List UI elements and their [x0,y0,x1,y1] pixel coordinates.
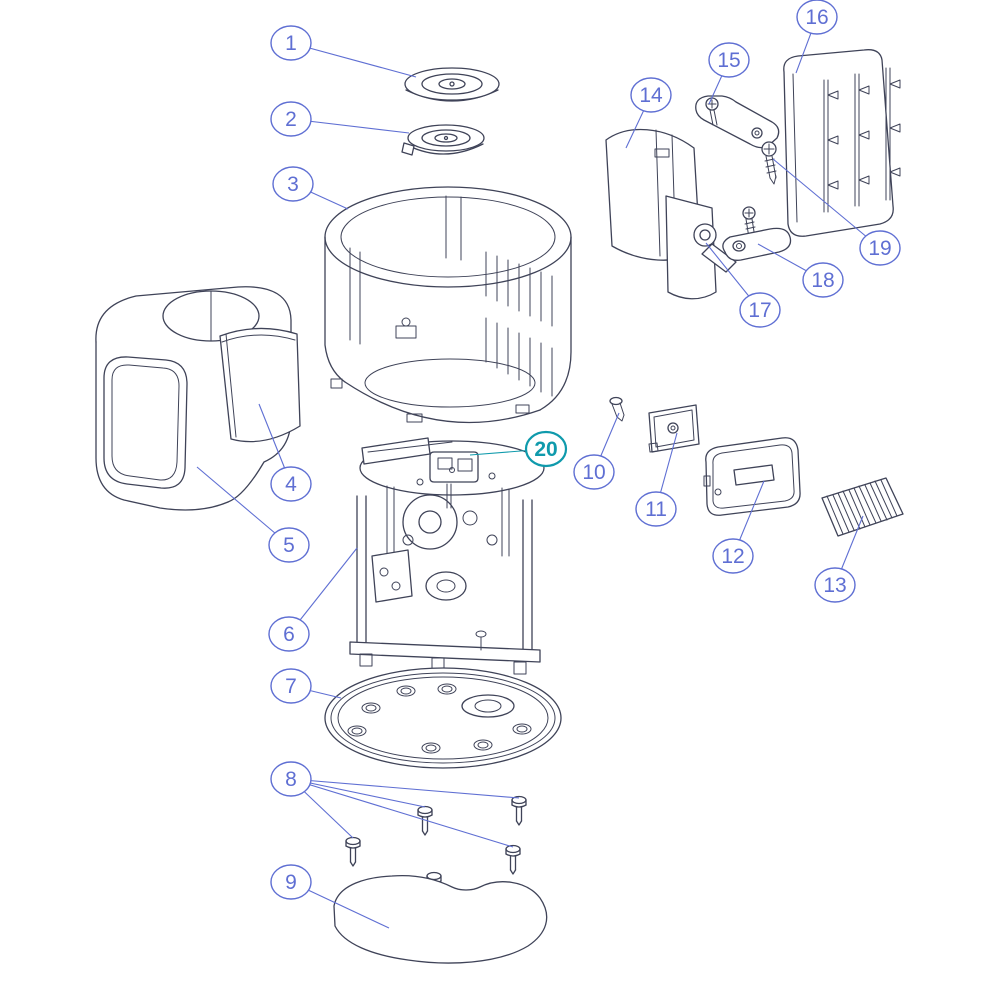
callout-number: 4 [285,473,297,496]
part-top-cap [404,67,500,102]
callout-bubble[interactable] [268,527,310,563]
part-inner-cap [401,124,485,156]
part-motor-top-plate [359,437,545,496]
callout-bubble[interactable] [802,262,844,298]
leader-line-5 [196,466,290,546]
callout-number: 10 [582,461,605,484]
part-small-screw [609,396,625,422]
callout-number: 1 [285,32,297,55]
leader-line-19 [772,158,881,249]
callout-12[interactable]: 12 [712,538,754,574]
part-base-plate [324,667,562,769]
callout-bubble[interactable] [796,0,838,35]
callout-number: 18 [811,269,834,292]
callout-number: 20 [534,438,557,461]
callout-number: 8 [285,768,297,791]
callout-11[interactable]: 11 [635,491,677,527]
callout-number: 14 [639,84,663,107]
callout-2[interactable]: 2 [270,101,312,137]
part-outer-shell [95,286,292,511]
callout-number: 17 [748,299,771,322]
hook-rails [823,67,901,213]
callout-14[interactable]: 14 [630,77,672,113]
callout-number: 12 [721,545,744,568]
callout-bubble[interactable] [270,101,312,137]
part-hook-panel [783,49,901,237]
part-grille-block [821,477,904,537]
callout-number: 7 [285,675,297,698]
callout-number: 9 [285,871,297,894]
callout-17[interactable]: 17 [739,292,781,328]
callout-number: 6 [283,623,295,646]
leader-line-8 [290,778,426,808]
part-door-panel [605,128,717,300]
callout-bubble[interactable] [272,166,314,202]
callout-6[interactable]: 6 [268,616,310,652]
callout-5[interactable]: 5 [268,527,310,563]
callout-number: 5 [283,534,295,557]
callout-bubble[interactable] [270,25,312,61]
part-threaded-screw [761,141,777,185]
callout-1[interactable]: 1 [270,25,312,61]
leader-line-8 [290,778,520,799]
callout-bubble[interactable] [270,761,312,797]
callout-bubble[interactable] [712,538,754,574]
callout-bubble[interactable] [635,491,677,527]
callout-8[interactable]: 8 [270,761,312,797]
callout-number: 16 [805,6,828,29]
callout-4[interactable]: 4 [270,466,312,502]
callout-bubble[interactable] [270,466,312,502]
callout-bubble[interactable] [270,668,312,704]
leader-line-1 [290,42,417,78]
callout-10[interactable]: 10 [573,454,615,490]
screw-icon [511,795,527,826]
callout-bubble[interactable] [708,42,750,78]
callout-20[interactable]: 20 [524,430,568,468]
callout-number: 3 [287,173,299,196]
part-bottom-cover [333,874,548,964]
callout-bubble[interactable] [859,230,901,266]
part-screws [345,795,527,902]
callout-bubble[interactable] [739,292,781,328]
callout-number: 11 [645,498,667,521]
leader-line-8 [290,778,514,848]
part-curved-shield [219,327,301,443]
callout-7[interactable]: 7 [270,668,312,704]
screw-icon [417,805,433,836]
callout-bubble[interactable] [573,454,615,490]
grille-hatch [826,479,898,535]
callout-16[interactable]: 16 [796,0,838,35]
callout-13[interactable]: 13 [814,567,856,603]
part-motor-assembly [349,483,541,675]
screw-icon [345,836,361,867]
base-plate-holes [347,683,532,754]
vent-slots [485,251,553,397]
callout-9[interactable]: 9 [270,864,312,900]
callout-bubble[interactable] [524,430,568,468]
callout-3[interactable]: 3 [272,166,314,202]
callout-bubble[interactable] [270,864,312,900]
part-latch-plate [648,404,700,453]
callout-bubble[interactable] [630,77,672,113]
callout-number: 15 [717,49,740,72]
callout-bubble[interactable] [268,616,310,652]
callout-15[interactable]: 15 [708,42,750,78]
callout-number: 2 [285,108,297,131]
part-flat-bracket [722,206,792,261]
callout-bubble[interactable] [814,567,856,603]
callout-number: 19 [868,237,891,260]
part-side-bracket [703,437,801,516]
callout-19[interactable]: 19 [859,230,901,266]
callout-number: 13 [823,574,846,597]
part-main-cylinder [324,186,572,424]
callout-18[interactable]: 18 [802,262,844,298]
parts-artwork [95,49,904,964]
screw-icon [505,844,521,875]
part-retainer-clip [695,95,780,149]
